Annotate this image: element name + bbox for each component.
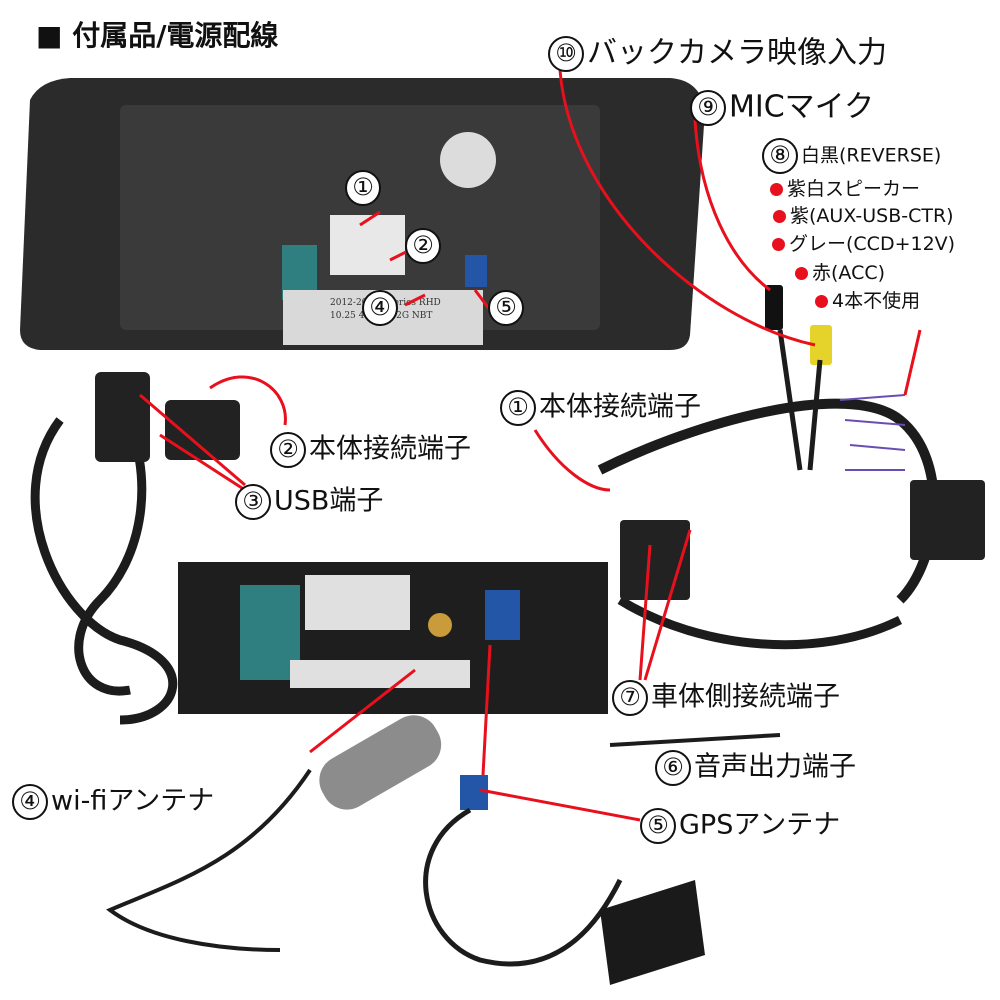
marker-1: ① [345,170,384,206]
wire-item: 紫白スピーカー [770,180,920,199]
wire-item: グレー(CCD+12V) [772,235,955,254]
marker-5: ⑤ [488,290,527,326]
page-title: ■ 付属品/電源配線 [36,19,279,52]
marker-4: ④ [362,290,401,326]
wire-item: 紫(AUX-USB-CTR) [773,207,954,226]
wire-item: 4本不使用 [815,292,920,311]
marker-2: ② [405,228,444,264]
wire-item: 赤(ACC) [795,264,885,283]
